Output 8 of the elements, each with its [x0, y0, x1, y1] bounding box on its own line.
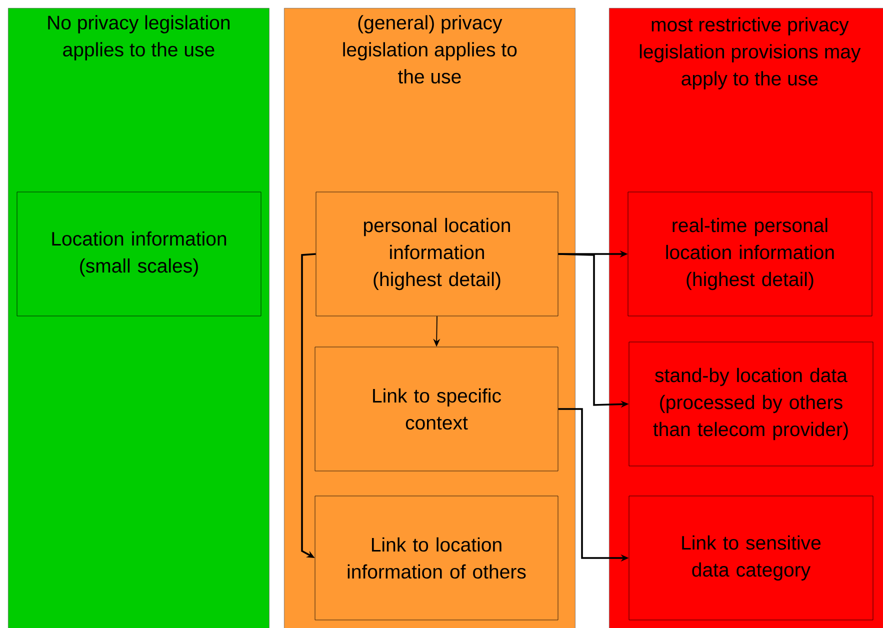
- category-box: personal location information (highest detail): [316, 192, 558, 316]
- category-box: Link to specific context: [314, 346, 558, 472]
- category-box: Link to sensitive data category: [628, 496, 874, 620]
- arrow: [301, 253, 316, 558]
- category-box: real-time personal location information (highest detail): [628, 192, 872, 316]
- category-box: Link to location information of others: [314, 496, 558, 620]
- category-box: Location information (small scales): [16, 192, 262, 316]
- category-box: stand-by location data (processed by others than telecom provider): [628, 342, 874, 466]
